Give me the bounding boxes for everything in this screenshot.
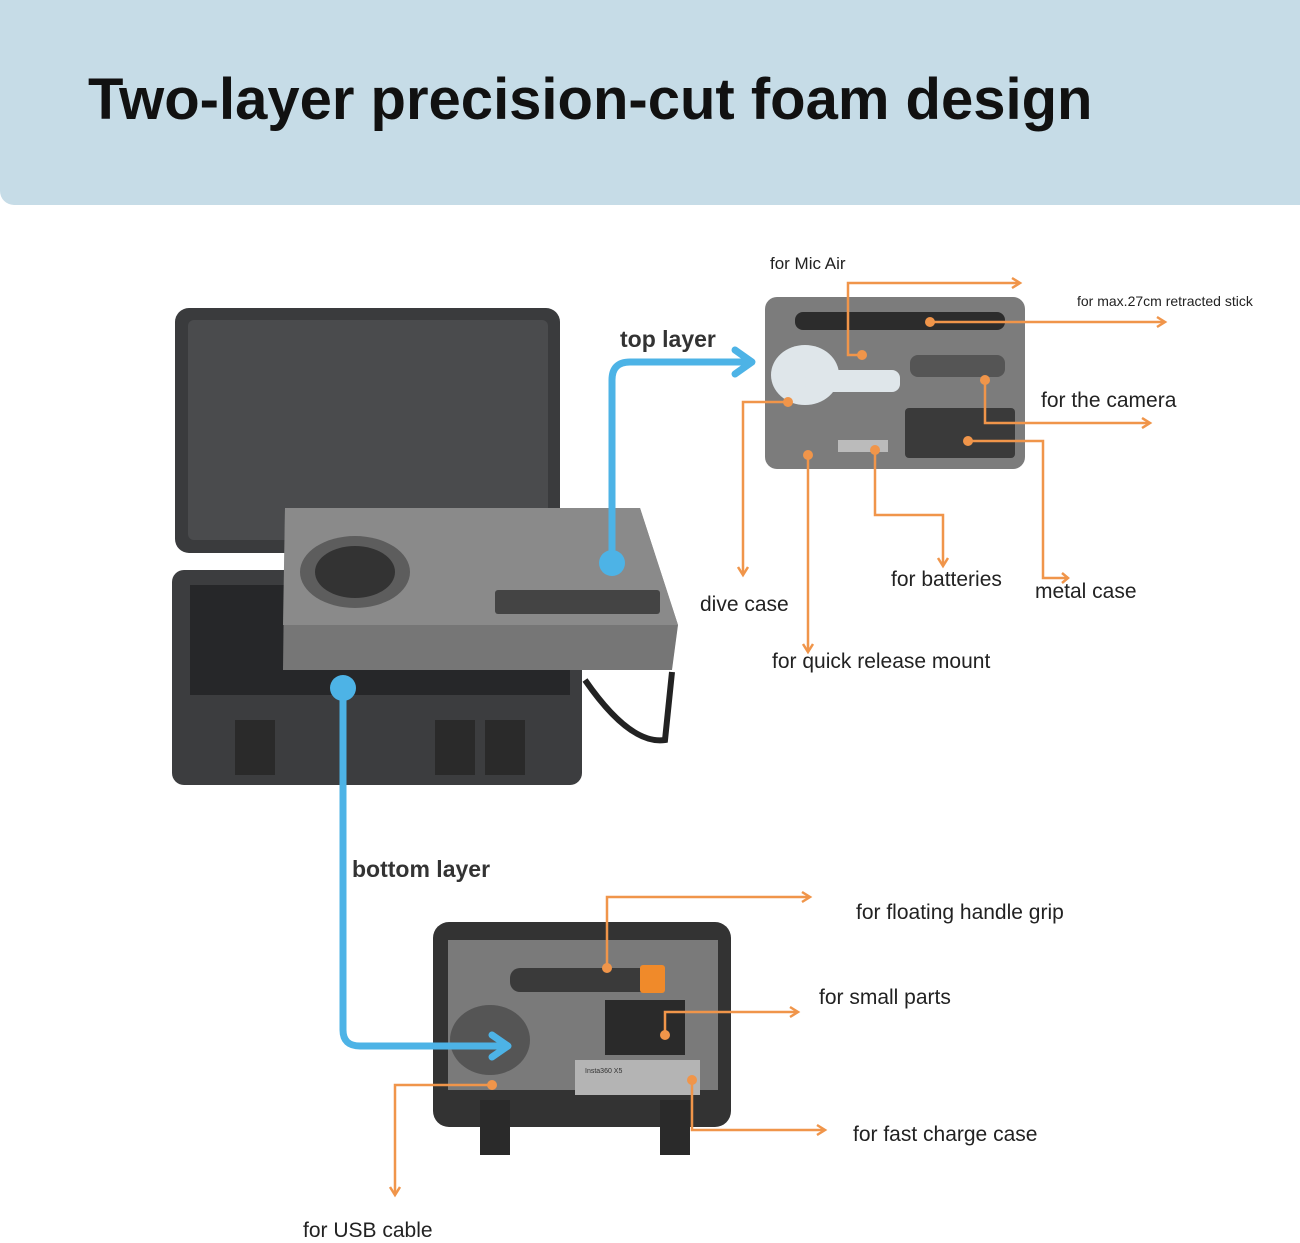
header-banner: Two-layer precision-cut foam design [0, 0, 1300, 205]
top-layer-label: top layer [620, 326, 716, 352]
bottom-layer-case-image: Insta360 X5 [433, 922, 731, 1155]
label-camera: for the camera [1041, 389, 1177, 412]
orange-leader-lines [388, 276, 1168, 1198]
top-layer-arrow [608, 358, 752, 566]
product-box-text: Insta360 X5 [585, 1068, 622, 1075]
bottom-layer-label: bottom layer [352, 856, 491, 882]
top-layer-foam-image [765, 297, 1025, 469]
page-title: Two-layer precision-cut foam design [88, 67, 1093, 132]
label-small-parts: for small parts [819, 986, 951, 1009]
label-handle-grip: for floating handle grip [856, 901, 1064, 924]
label-metal-case: metal case [1035, 580, 1137, 603]
label-stick: for max.27cm retracted stick [1077, 293, 1253, 309]
main-case-image [172, 308, 678, 785]
label-mic-air: for Mic Air [770, 254, 846, 273]
label-fast-charge: for fast charge case [853, 1123, 1038, 1146]
label-usb-cable: for USB cable [303, 1219, 433, 1242]
label-dive-case: dive case [700, 593, 789, 616]
bottom-layer-arrow [339, 686, 509, 1050]
label-quick-release: for quick release mount [772, 650, 991, 673]
label-batteries: for batteries [891, 568, 1002, 591]
